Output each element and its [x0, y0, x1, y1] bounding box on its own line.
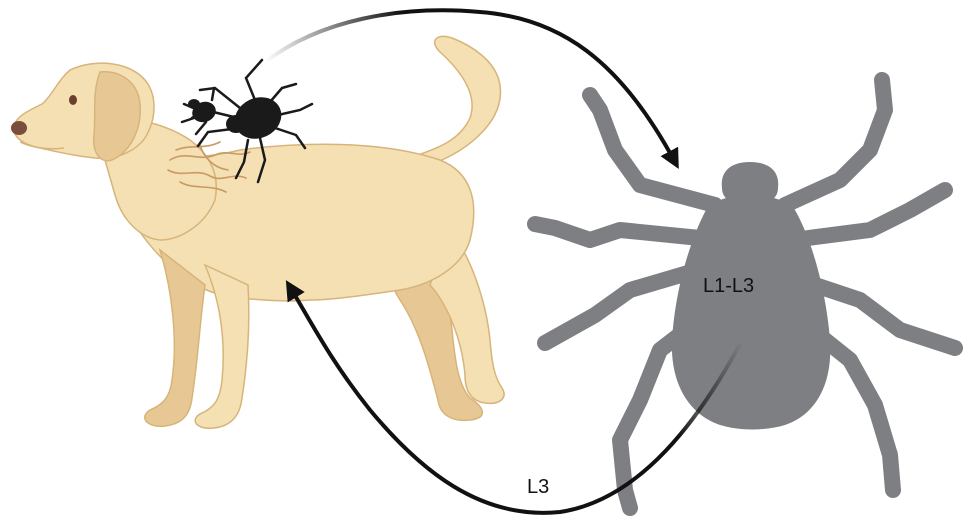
- tick-stage-label: L1-L3: [703, 275, 754, 297]
- dog-icon: [11, 36, 504, 428]
- dog-nose: [11, 121, 27, 135]
- transmission-stage-label: L3: [527, 476, 549, 498]
- dog-eye: [69, 95, 77, 105]
